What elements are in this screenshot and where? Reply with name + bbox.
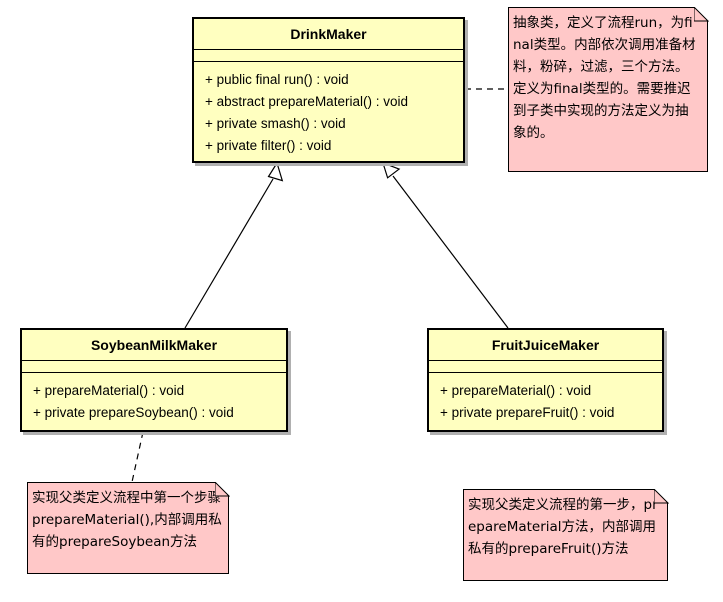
generalization-arrowhead-fruit-icon xyxy=(382,162,401,179)
operation: + private prepareSoybean() : void xyxy=(33,405,234,420)
note-text: 实现父类定义流程中第一个步骤prepareMaterial(),内部调用私有的p… xyxy=(32,490,222,550)
generalization-line-fruit xyxy=(392,175,509,329)
note-text: 实现父类定义流程的第一步，prepareMaterial方法，内部调用私有的pr… xyxy=(468,497,658,557)
class-drinkmaker[interactable]: DrinkMaker + public final run() : void +… xyxy=(192,17,465,163)
operation: + prepareMaterial() : void xyxy=(33,383,185,398)
operation: + public final run() : void xyxy=(205,72,349,87)
class-name: SoybeanMilkMaker xyxy=(22,330,286,361)
note-anchor-soybean xyxy=(131,431,144,483)
attribute-compartment xyxy=(194,50,463,62)
generalization-arrowhead-soybean-icon xyxy=(267,161,284,182)
note-fold-icon xyxy=(215,482,230,497)
operation: + prepareMaterial() : void xyxy=(440,383,592,398)
operation: + private filter() : void xyxy=(205,138,332,153)
note-soybeanmilkmaker[interactable]: 实现父类定义流程中第一个步骤prepareMaterial(),内部调用私有的p… xyxy=(27,482,229,574)
class-fruitjuicemaker[interactable]: FruitJuiceMaker + prepareMaterial() : vo… xyxy=(427,328,664,432)
class-name: FruitJuiceMaker xyxy=(429,330,662,361)
note-fold-icon xyxy=(654,489,669,504)
note-text: 抽象类，定义了流程run，为final类型。内部依次调用准备材料，粉碎，过滤，三… xyxy=(513,15,696,141)
generalization-line-soybean xyxy=(184,178,274,329)
note-fold-icon xyxy=(694,7,709,22)
note-fruitjuicemaker[interactable]: 实现父类定义流程的第一步，prepareMaterial方法，内部调用私有的pr… xyxy=(463,489,668,581)
operation-compartment: + prepareMaterial() : void + private pre… xyxy=(429,373,662,424)
class-soybeanmilkmaker[interactable]: SoybeanMilkMaker + prepareMaterial() : v… xyxy=(20,328,288,432)
operation: + private prepareFruit() : void xyxy=(440,405,615,420)
operation-compartment: + public final run() : void + abstract p… xyxy=(194,62,463,157)
note-drinkmaker[interactable]: 抽象类，定义了流程run，为final类型。内部依次调用准备材料，粉碎，过滤，三… xyxy=(508,7,708,172)
operation: + private smash() : void xyxy=(205,116,346,131)
operation-compartment: + prepareMaterial() : void + private pre… xyxy=(22,373,286,424)
attribute-compartment xyxy=(429,361,662,373)
class-name: DrinkMaker xyxy=(194,19,463,50)
operation: + abstract prepareMaterial() : void xyxy=(205,94,408,109)
attribute-compartment xyxy=(22,361,286,373)
